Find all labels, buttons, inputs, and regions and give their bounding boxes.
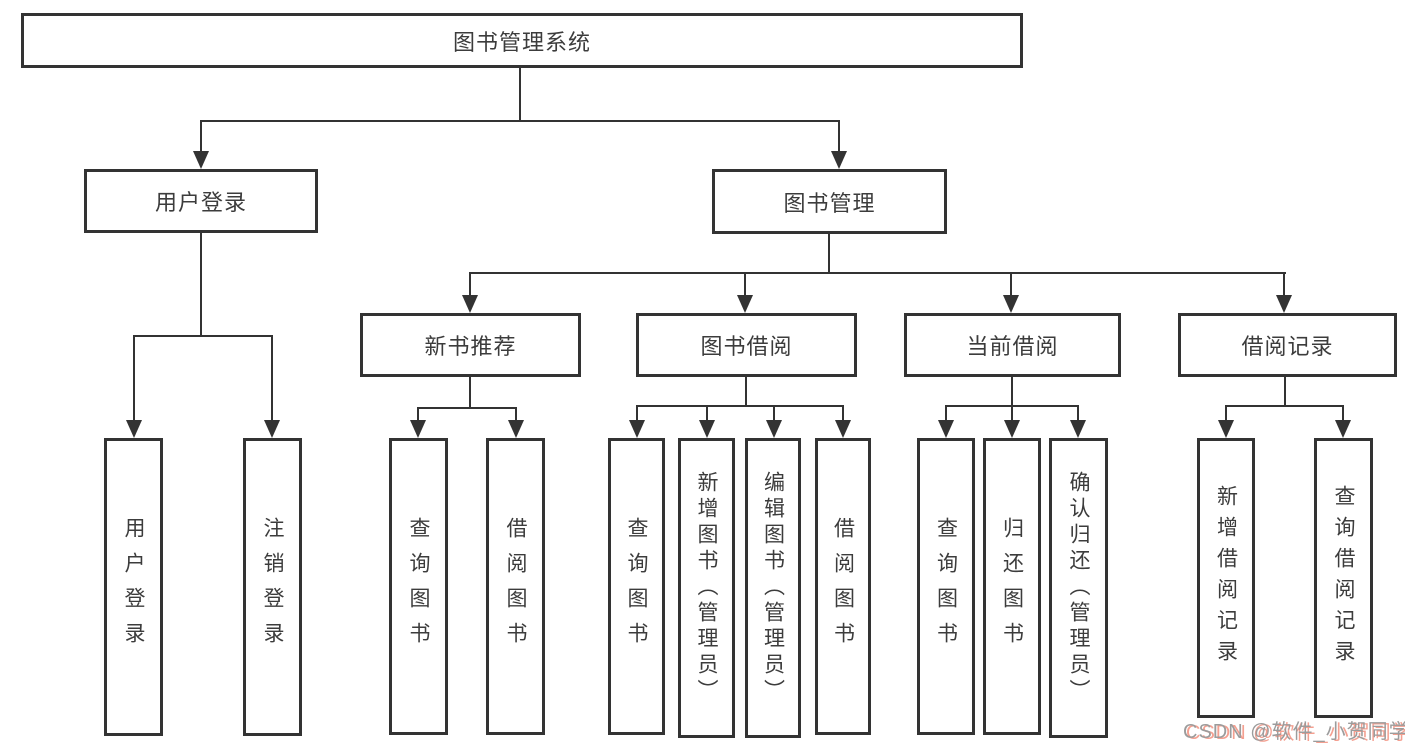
node-label: 用户登录 xyxy=(154,190,247,215)
connector-line xyxy=(271,335,273,420)
connector-line xyxy=(1077,405,1079,420)
leaf-label: 查询借阅记录 xyxy=(1332,485,1355,671)
leaf-label: 借阅图书 xyxy=(504,516,527,657)
connector-line xyxy=(1283,272,1285,295)
node-label: 借阅记录 xyxy=(1241,334,1334,359)
leaf-query-borrow-record: 查询借阅记录 xyxy=(1314,438,1373,718)
arrow-down-icon xyxy=(264,420,280,438)
leaf-label: 新增借阅记录 xyxy=(1214,485,1238,671)
leaf-return-books: 归还图书 xyxy=(983,438,1041,735)
leaf-label: 新增图书（管理员） xyxy=(695,471,718,705)
arrow-down-icon xyxy=(193,151,209,169)
connector-line xyxy=(744,272,746,295)
connector-line xyxy=(706,405,708,420)
leaf-label: 编辑图书（管理员） xyxy=(761,471,785,705)
arrow-down-icon xyxy=(699,420,715,438)
connector-line xyxy=(200,120,202,151)
arrow-down-icon xyxy=(1218,420,1234,438)
connector-line xyxy=(417,407,517,409)
connector-line xyxy=(1225,405,1344,407)
leaf-borrow-books-recommend: 借阅图书 xyxy=(486,438,545,735)
leaf-user-login: 用户登录 xyxy=(104,438,163,736)
connector-line xyxy=(1342,405,1344,420)
leaf-logout-login: 注销登录 xyxy=(243,438,302,736)
node-label: 图书借阅 xyxy=(700,334,793,359)
connector-line xyxy=(1010,272,1012,295)
connector-line xyxy=(469,272,1286,274)
connector-line xyxy=(200,120,840,122)
arrow-down-icon xyxy=(766,420,782,438)
connector-line xyxy=(636,405,638,420)
leaf-label: 借阅图书 xyxy=(831,516,855,657)
node-library-system-root: 图书管理系统 xyxy=(21,13,1023,68)
leaf-label: 归还图书 xyxy=(1000,516,1024,657)
arrow-down-icon xyxy=(938,420,954,438)
node-book-borrowing: 图书借阅 xyxy=(636,313,857,377)
leaf-query-books-recommend: 查询图书 xyxy=(389,438,448,735)
leaf-edit-book-admin: 编辑图书（管理员） xyxy=(745,438,801,738)
connector-line xyxy=(745,377,747,405)
arrow-down-icon xyxy=(1003,295,1019,313)
connector-line xyxy=(133,335,273,337)
connector-line xyxy=(945,405,947,420)
connector-line xyxy=(1225,405,1227,420)
node-current-borrowing: 当前借阅 xyxy=(904,313,1121,377)
connector-line xyxy=(1011,377,1013,405)
connector-line xyxy=(133,335,135,420)
node-new-book-recommend: 新书推荐 xyxy=(360,313,581,377)
arrow-down-icon xyxy=(1070,420,1086,438)
connector-line xyxy=(636,405,844,407)
csdn-watermark: CSDN @软件_小贺同学 xyxy=(1183,721,1405,743)
leaf-label: 用户登录 xyxy=(122,517,145,657)
connector-line xyxy=(200,233,202,335)
connector-line xyxy=(773,405,775,420)
leaf-confirm-return-admin: 确认归还（管理员） xyxy=(1049,438,1108,738)
node-borrowing-records: 借阅记录 xyxy=(1178,313,1397,377)
leaf-borrow-books-borrowing: 借阅图书 xyxy=(815,438,871,735)
arrow-down-icon xyxy=(410,420,426,438)
leaf-label: 查询图书 xyxy=(625,516,648,657)
connector-line xyxy=(417,407,419,420)
connector-line xyxy=(469,377,471,407)
arrow-down-icon xyxy=(508,420,524,438)
leaf-query-books-current: 查询图书 xyxy=(917,438,975,735)
arrow-down-icon xyxy=(462,295,478,313)
connector-line xyxy=(515,407,517,420)
leaf-label: 查询图书 xyxy=(407,516,430,657)
connector-line xyxy=(842,405,844,420)
arrow-down-icon xyxy=(1276,295,1292,313)
leaf-query-books-borrowing: 查询图书 xyxy=(608,438,665,735)
leaf-add-book-admin: 新增图书（管理员） xyxy=(678,438,735,738)
connector-line xyxy=(1011,405,1013,420)
node-label: 图书管理 xyxy=(783,190,876,216)
leaf-label: 注销登录 xyxy=(261,517,284,657)
connector-line xyxy=(469,272,471,295)
node-label: 新书推荐 xyxy=(424,334,517,359)
connector-line xyxy=(828,234,830,272)
arrow-down-icon xyxy=(1335,420,1351,438)
arrow-down-icon xyxy=(1004,420,1020,438)
connector-line xyxy=(519,68,521,120)
arrow-down-icon xyxy=(737,295,753,313)
arrow-down-icon xyxy=(629,420,645,438)
arrow-down-icon xyxy=(831,151,847,169)
arrow-down-icon xyxy=(126,420,142,438)
leaf-add-borrow-record: 新增借阅记录 xyxy=(1197,438,1255,718)
node-user-login: 用户登录 xyxy=(84,169,318,233)
leaf-label: 确认归还（管理员） xyxy=(1067,471,1090,705)
node-label: 当前借阅 xyxy=(966,334,1059,359)
connector-line xyxy=(1284,377,1286,405)
arrow-down-icon xyxy=(835,420,851,438)
connector-line xyxy=(838,120,840,151)
node-label: 图书管理系统 xyxy=(452,29,591,55)
node-book-management: 图书管理 xyxy=(712,169,947,234)
leaf-label: 查询图书 xyxy=(934,516,958,657)
